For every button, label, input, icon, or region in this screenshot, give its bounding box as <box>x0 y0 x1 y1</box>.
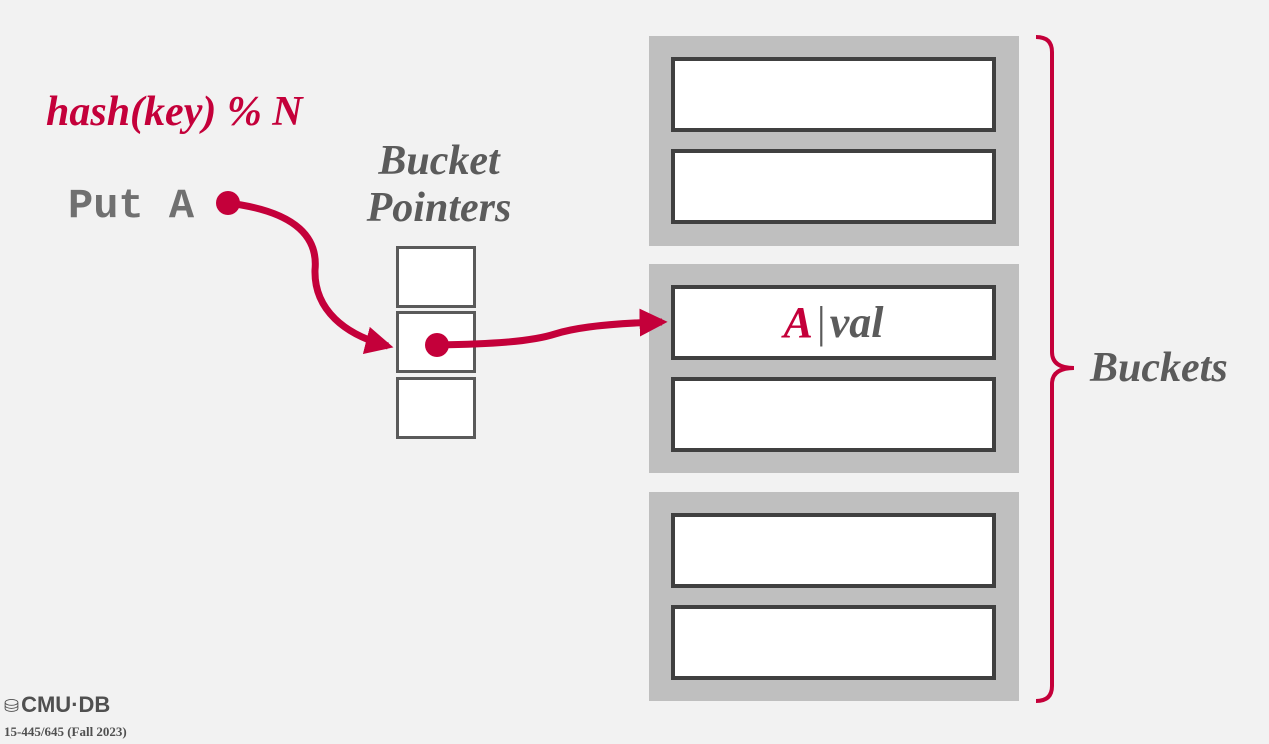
bucket-slot-occupied: A|val <box>671 285 996 360</box>
bucket-entry: A|val <box>784 297 884 348</box>
buckets-label: Buckets <box>1090 345 1228 391</box>
put-operation-label: Put A <box>68 182 195 230</box>
bucket-pointers-title-line1: Bucket <box>378 138 500 184</box>
entry-key: A <box>783 298 813 347</box>
bucket-slot <box>671 149 996 224</box>
database-icon: ⛁ <box>4 696 20 716</box>
pointer-arrow <box>436 308 668 349</box>
pointer-slot <box>396 246 476 308</box>
buckets-brace <box>1035 35 1075 703</box>
entry-value: val <box>829 298 884 347</box>
bucket-slot <box>671 57 996 132</box>
bucket-pointers-title-line2: Pointers <box>366 185 512 231</box>
course-label: 15-445/645 (Fall 2023) <box>4 724 127 739</box>
logo-text: CMU·DB <box>21 692 111 717</box>
hash-arrow <box>227 199 394 355</box>
entry-separator: | <box>816 298 826 347</box>
bucket-slot <box>671 377 996 452</box>
bucket-pointers-title: Bucket Pointers <box>344 138 534 232</box>
hash-function-label: hash(key) % N <box>46 89 303 135</box>
bucket-slot <box>671 513 996 588</box>
bucket-slot <box>671 605 996 680</box>
pointer-slot <box>396 377 476 439</box>
cmudb-logo: ⛁CMU·DB <box>4 692 110 718</box>
